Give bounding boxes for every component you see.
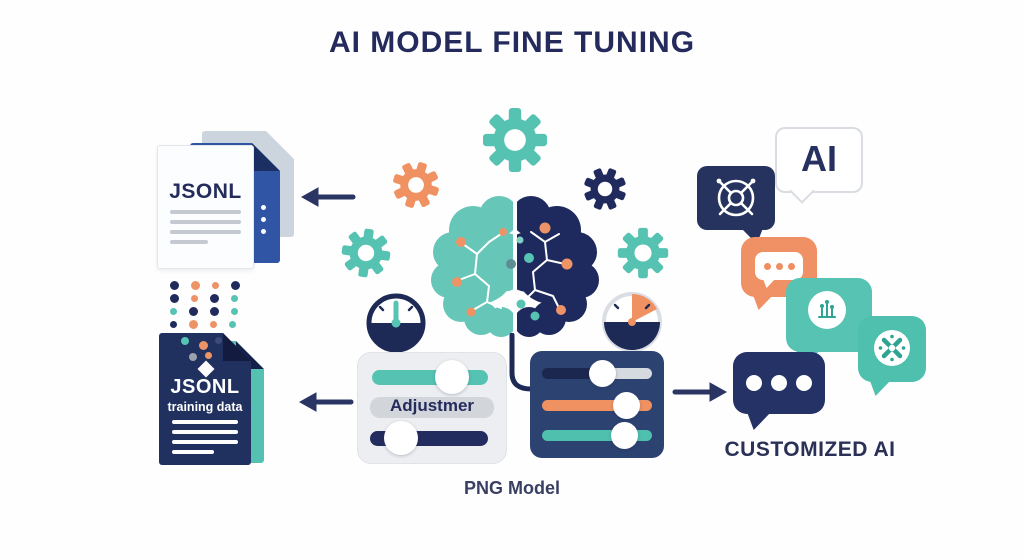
training-document-icon: JSONL training data: [159, 333, 251, 465]
data-dot: [191, 281, 200, 290]
data-dot: [231, 308, 238, 315]
dot-row: [170, 320, 240, 329]
gauge-right-icon: [602, 292, 662, 352]
arrow-left-mid-icon: [298, 392, 354, 412]
ellipsis-dot: [796, 375, 812, 391]
data-dot: [191, 295, 198, 302]
doc-text-line: [172, 430, 238, 434]
doc-dot: [261, 229, 266, 234]
circuit-icon: [808, 291, 846, 329]
data-diamond: [198, 361, 215, 378]
chat-bubble-teal-small: [858, 316, 926, 396]
data-dot: [210, 294, 219, 303]
falling-data-dots: [170, 281, 240, 333]
ellipsis-dot: [787, 262, 795, 270]
ai-label: AI: [801, 138, 837, 179]
ellipsis-dot: [771, 375, 787, 391]
bubble-tail: [747, 412, 771, 430]
slider-track-dark[interactable]: [542, 368, 600, 379]
data-dot: [205, 352, 212, 359]
wheel-icon: [716, 178, 756, 217]
bubble-tail: [753, 295, 773, 310]
doc-text-line: [172, 420, 238, 424]
doc-text-line: [170, 220, 241, 224]
dot-row: [170, 307, 240, 316]
data-dot: [231, 281, 240, 290]
doc-dot: [261, 217, 266, 222]
doc-text-line: [172, 440, 238, 444]
brain-icon: [431, 196, 599, 337]
data-dot: [189, 353, 197, 361]
customized-ai-caption: CUSTOMIZED AI: [724, 438, 896, 461]
gear-icon: [617, 227, 669, 279]
ellipsis-icon: [755, 252, 803, 280]
data-dot: [170, 321, 177, 328]
dot-row: [170, 281, 240, 290]
model-panel: [530, 351, 664, 458]
data-dot: [210, 321, 217, 328]
x-wheel-icon: [874, 330, 910, 366]
chat-bubble-navy: [733, 352, 825, 430]
slider-knob[interactable]: [435, 360, 469, 394]
slider-knob[interactable]: [589, 360, 616, 387]
gear-icon: [482, 107, 548, 173]
training-doc-title: JSONL: [170, 376, 240, 398]
chat-bubble-orange: [741, 237, 817, 310]
doc-text-line: [170, 210, 241, 214]
slider-track-gray[interactable]: [600, 368, 652, 379]
bubble-tail: [870, 381, 890, 396]
doc-text-line: [172, 450, 214, 454]
doc-text-line: [170, 230, 241, 234]
slider-track-orange[interactable]: [542, 400, 652, 411]
slider-track-teal[interactable]: [372, 370, 488, 385]
data-dot: [231, 295, 238, 302]
data-dot: [229, 321, 236, 328]
doc-dot: [261, 205, 266, 210]
mini-bubble-tail: [763, 279, 775, 288]
data-dot: [189, 307, 198, 316]
dot-row: [170, 294, 240, 303]
adjustment-panel: Adjustmer: [357, 352, 507, 464]
model-caption: PNG Model: [463, 478, 560, 498]
gauge-left-icon: [366, 293, 426, 353]
page-title: AI MODEL FINE TUNING: [328, 26, 696, 59]
ai-speech-bubble: AI: [775, 127, 863, 204]
data-dot: [199, 341, 208, 350]
slider-track-teal[interactable]: [542, 430, 652, 441]
network-chat-bubble: [697, 166, 775, 244]
gear-icon: [338, 225, 394, 281]
data-dot: [170, 294, 179, 303]
label-pill: [370, 397, 494, 418]
slider-knob[interactable]: [613, 392, 640, 419]
arrow-left-top-icon: [300, 187, 356, 207]
jsonl-document-icon: JSONL: [157, 145, 254, 269]
data-dot: [215, 337, 222, 344]
slider-knob[interactable]: [384, 421, 418, 455]
data-dot: [170, 281, 179, 290]
jsonl-doc-label: JSONL: [169, 180, 242, 203]
arrow-right-icon: [672, 382, 728, 402]
data-dot: [212, 282, 219, 289]
training-doc-subtitle: training data: [167, 400, 243, 414]
ellipsis-dot: [746, 375, 762, 391]
neural-network-lines: [458, 231, 566, 311]
brain-left-hemisphere: [431, 196, 513, 337]
data-dot: [210, 307, 219, 316]
brain-right-hemisphere: [517, 196, 599, 337]
ellipsis-dot: [763, 262, 771, 270]
data-dot: [181, 337, 189, 345]
adjustment-label: Adjustmer: [389, 396, 475, 415]
data-dot: [189, 320, 198, 329]
doc-text-line: [170, 240, 208, 244]
ellipsis-dot: [775, 262, 783, 270]
neural-nodes: [452, 222, 573, 321]
slider-knob[interactable]: [611, 422, 638, 449]
data-dot: [170, 308, 177, 315]
